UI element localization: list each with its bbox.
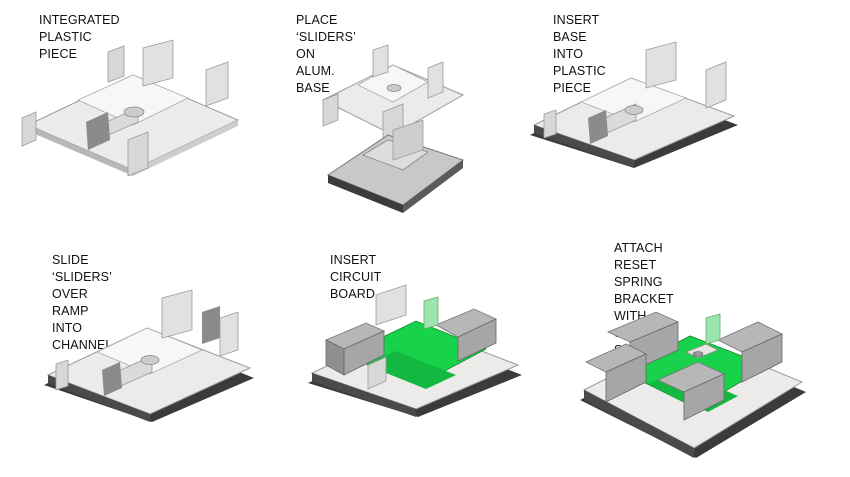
step-2-caption: PLACE ‘SLIDERS’ ON ALUM. BASE <box>296 13 356 95</box>
sliders-on-base-illustration <box>321 44 465 213</box>
step-4-caption: SLIDE ‘SLIDERS’ OVER RAMP INTO CHANNEL <box>52 253 113 352</box>
circuit-board-illustration <box>308 284 522 417</box>
step-5-caption: INSERT CIRCUIT BOARD <box>330 253 382 301</box>
sliders-into-channel-illustration <box>44 289 254 422</box>
reset-spring-bracket-illustration <box>580 311 806 458</box>
plastic-piece-illustration <box>21 39 240 177</box>
step-1-caption: INTEGRATED PLASTIC PIECE <box>39 13 120 61</box>
step-3-caption: INSERT BASE INTO PLASTIC PIECE <box>553 13 606 95</box>
base-in-plastic-illustration <box>530 41 738 168</box>
